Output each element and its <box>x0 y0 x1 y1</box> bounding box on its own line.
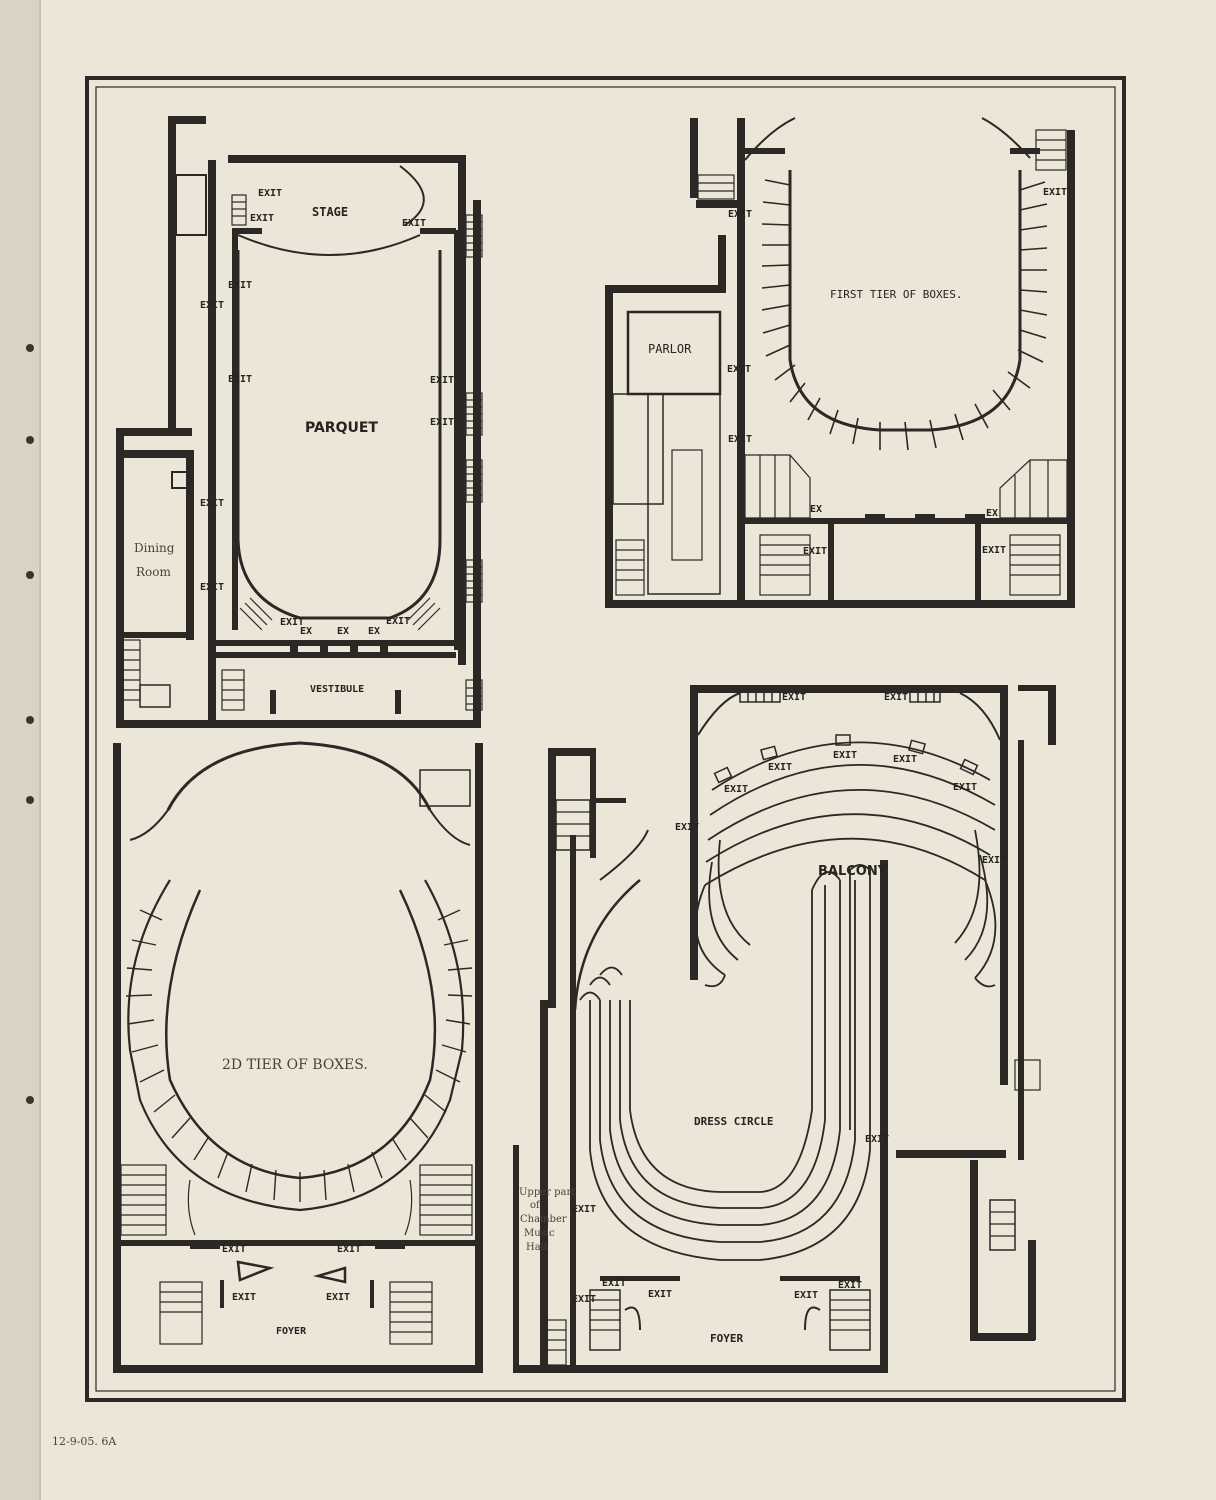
balcony-title: BALCONY <box>818 864 888 879</box>
inner-border <box>95 86 1116 1392</box>
balcony-dress-circle-floor-plan: BALCONY DRESS CIRCLE FOYER Upper part of… <box>513 685 1056 1373</box>
binding-holes <box>26 344 34 1104</box>
parquet-floor-plan: STAGE PARQUET VESTIBULE Dining Room EXIT… <box>116 116 483 728</box>
balcony-exit-label: EXIT <box>675 822 699 833</box>
dress-circle-exit-label: EXIT <box>865 1134 889 1145</box>
dress-circle-exit-label: EXIT <box>572 1294 596 1305</box>
first-tier-title: FIRST TIER OF BOXES. <box>830 288 962 301</box>
parquet-exit-label: EXIT <box>430 417 454 428</box>
dining-room-label-line2: Room <box>136 565 171 579</box>
balcony-exit-label: EXIT <box>982 855 1006 866</box>
first-tier-exit-label: EXIT <box>1043 187 1067 198</box>
second-tier-exit-label: EXIT <box>337 1244 361 1255</box>
parquet-exit-label: EXIT <box>280 617 304 628</box>
first-tier-exit-label: EXIT <box>982 545 1006 556</box>
dress-circle-title: DRESS CIRCLE <box>694 1115 773 1128</box>
second-tier-foyer-label: FOYER <box>276 1326 307 1337</box>
parlor-label: PARLOR <box>648 342 692 356</box>
parquet-ex-label: EX <box>368 626 380 637</box>
chamber-hall-label-line3: Chamber <box>520 1214 567 1225</box>
page-binding-edge <box>0 0 40 1500</box>
balcony-exit-label: EXIT <box>884 692 908 703</box>
first-tier-ex-label: EX <box>986 508 998 519</box>
parquet-exit-label: EXIT <box>250 213 274 224</box>
balcony-foyer-label: FOYER <box>710 1332 743 1345</box>
parquet-exit-label: EXIT <box>228 280 252 291</box>
second-tier-exit-label: EXIT <box>222 1244 246 1255</box>
balcony-exit-label: EXIT <box>724 784 748 795</box>
parquet-exit-label: EXIT <box>200 300 224 311</box>
parquet-ex-label: EX <box>300 626 312 637</box>
chamber-hall-label-line1: Upper part <box>519 1187 575 1198</box>
first-tier-exit-label: EXIT <box>728 209 752 220</box>
first-tier-exit-label: EXIT <box>803 546 827 557</box>
balcony-exit-label: EXIT <box>768 762 792 773</box>
parquet-ex-label: EX <box>337 626 349 637</box>
first-tier-exit-label: EXIT <box>728 434 752 445</box>
stage-label: STAGE <box>312 205 348 219</box>
vestibule-label: VESTIBULE <box>310 684 364 695</box>
archive-margin-note: 12-9-05. 6A <box>52 1435 117 1448</box>
parquet-exit-label: EXIT <box>228 374 252 385</box>
dress-circle-exit-label: EXIT <box>648 1289 672 1300</box>
dress-circle-exit-label: EXIT <box>602 1278 626 1289</box>
second-tier-floor-plan: 2D TIER OF BOXES. FOYER EXIT EXIT EXIT E… <box>113 741 483 1373</box>
outer-border <box>85 76 1126 1402</box>
parquet-exit-label: EXIT <box>200 582 224 593</box>
parquet-exit-label: EXIT <box>430 375 454 386</box>
parquet-title: PARQUET <box>305 420 378 436</box>
balcony-exit-label: EXIT <box>953 782 977 793</box>
chamber-hall-label-line5: Hall <box>526 1242 547 1253</box>
chamber-hall-label-line4: Music <box>524 1228 555 1239</box>
balcony-exit-label: EXIT <box>782 692 806 703</box>
balcony-exit-label: EXIT <box>833 750 857 761</box>
second-tier-exit-label: EXIT <box>232 1292 256 1303</box>
chamber-hall-label-line2: of <box>530 1200 541 1211</box>
first-tier-ex-label: EX <box>810 504 822 515</box>
first-tier-exit-label: EXIT <box>727 364 751 375</box>
second-tier-exit-label: EXIT <box>326 1292 350 1303</box>
dress-circle-exit-label: EXIT <box>838 1280 862 1291</box>
dress-circle-exit-label: EXIT <box>794 1290 818 1301</box>
parquet-exit-label: EXIT <box>200 498 224 509</box>
balcony-exit-label: EXIT <box>893 754 917 765</box>
second-tier-title: 2D TIER OF BOXES. <box>222 1057 368 1073</box>
dining-room-label-line1: Dining <box>134 541 175 555</box>
parquet-exit-label: EXIT <box>386 616 410 627</box>
dress-circle-exit-label: EXIT <box>572 1204 596 1215</box>
parquet-exit-label: EXIT <box>402 218 426 229</box>
first-tier-floor-plan: FIRST TIER OF BOXES. PARLOR EXIT EXIT EX… <box>605 117 1075 608</box>
parquet-exit-label: EXIT <box>258 188 282 199</box>
